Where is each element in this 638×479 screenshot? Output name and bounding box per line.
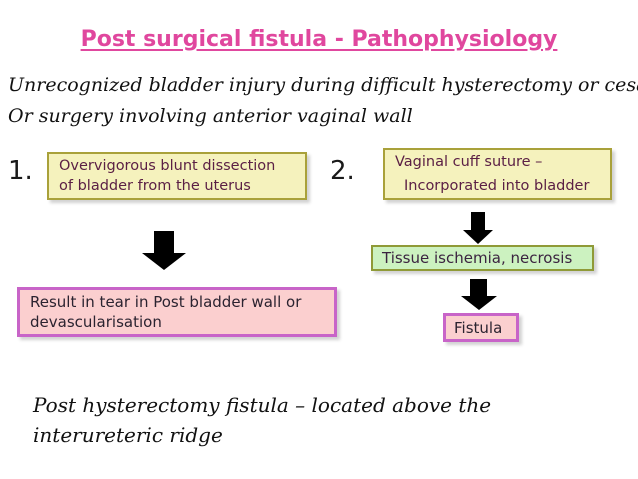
down-arrow-icon-suture-to-ischemia — [462, 212, 494, 245]
cause-box-blunt-dissection-line-1: Overvigorous blunt dissection — [59, 158, 276, 174]
cause-box-blunt-dissection-line-2: of bladder from the uterus — [59, 178, 251, 194]
cause-box-vaginal-cuff-suture-line-1: Vaginal cuff suture – — [395, 154, 543, 170]
result-box-bladder-tear-line-2: devascularisation — [30, 313, 162, 331]
cause-box-vaginal-cuff-suture-line-2: Incorporated into bladder — [404, 178, 590, 194]
closing-text: Post hysterectomy fistula – located abov… — [33, 393, 492, 447]
fistula-box-label: Fistula — [454, 318, 503, 337]
intro-text-line-2: Or surgery involving anterior vaginal wa… — [8, 105, 413, 127]
ischemia-box-label: Tissue ischemia, necrosis — [382, 249, 573, 267]
step-number-1: 1. — [8, 156, 33, 186]
cause-box-vaginal-cuff-suture: Vaginal cuff suture – Incorporated into … — [383, 148, 612, 200]
intro-text-line-1: Unrecognized bladder injury during diffi… — [8, 74, 638, 96]
cause-box-blunt-dissection: Overvigorous blunt dissection of bladder… — [47, 152, 307, 200]
step-number-2: 2. — [330, 156, 355, 186]
page-title: Post surgical fistula - Pathophysiology — [80, 27, 558, 52]
down-arrow-icon-ischemia-to-fistula — [459, 279, 499, 311]
result-box-bladder-tear-line-1: Result in tear in Post bladder wall or — [30, 293, 302, 311]
down-arrow-icon-dissection-to-result — [140, 231, 188, 271]
fistula-box: Fistula — [443, 313, 519, 342]
ischemia-box: Tissue ischemia, necrosis — [371, 245, 594, 271]
result-box-bladder-tear: Result in tear in Post bladder wall or d… — [17, 287, 337, 337]
